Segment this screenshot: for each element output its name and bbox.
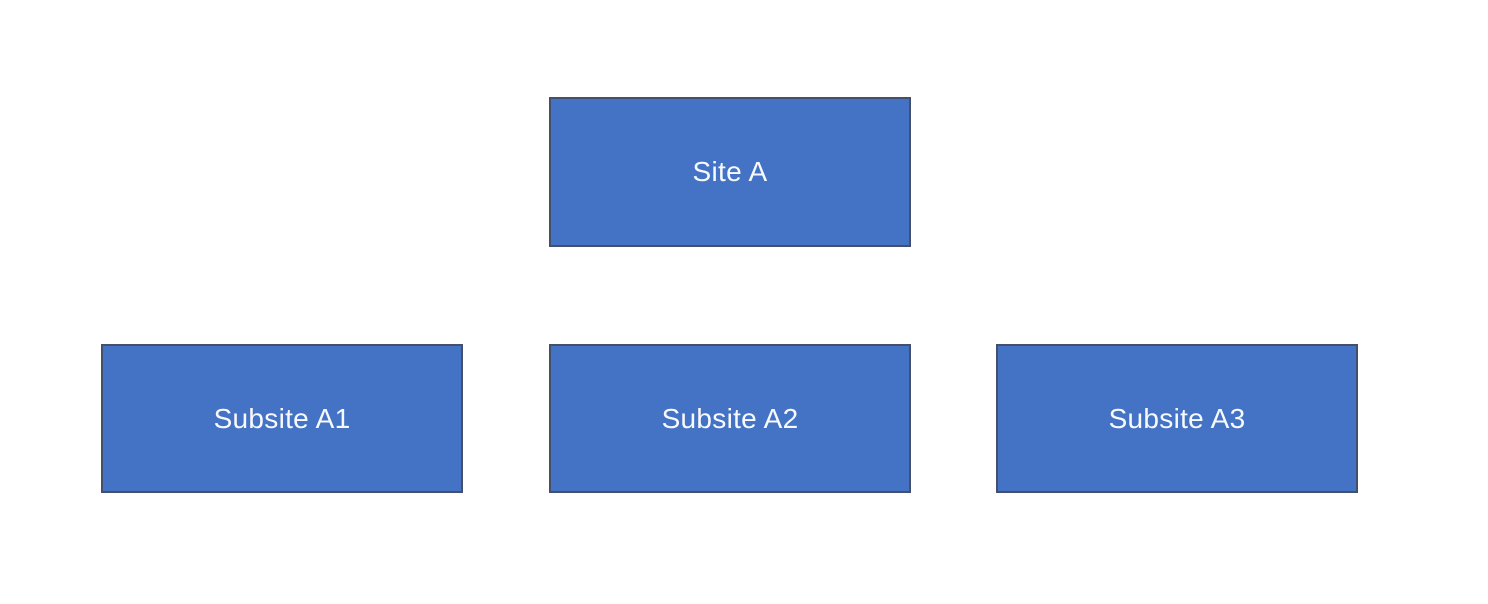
node-label-subsite-a1: Subsite A1 bbox=[213, 402, 351, 434]
node-label-subsite-a2: Subsite A2 bbox=[661, 402, 799, 434]
diagram-node-subsite-a3: Subsite A3 bbox=[996, 344, 1358, 493]
node-label-subsite-a3: Subsite A3 bbox=[1108, 402, 1246, 434]
node-label-site-a: Site A bbox=[692, 156, 768, 187]
diagram-node-subsite-a1: Subsite A1 bbox=[101, 344, 463, 493]
diagram-node-subsite-a2: Subsite A2 bbox=[549, 344, 911, 493]
diagram-node-site-a: Site A bbox=[549, 97, 911, 247]
